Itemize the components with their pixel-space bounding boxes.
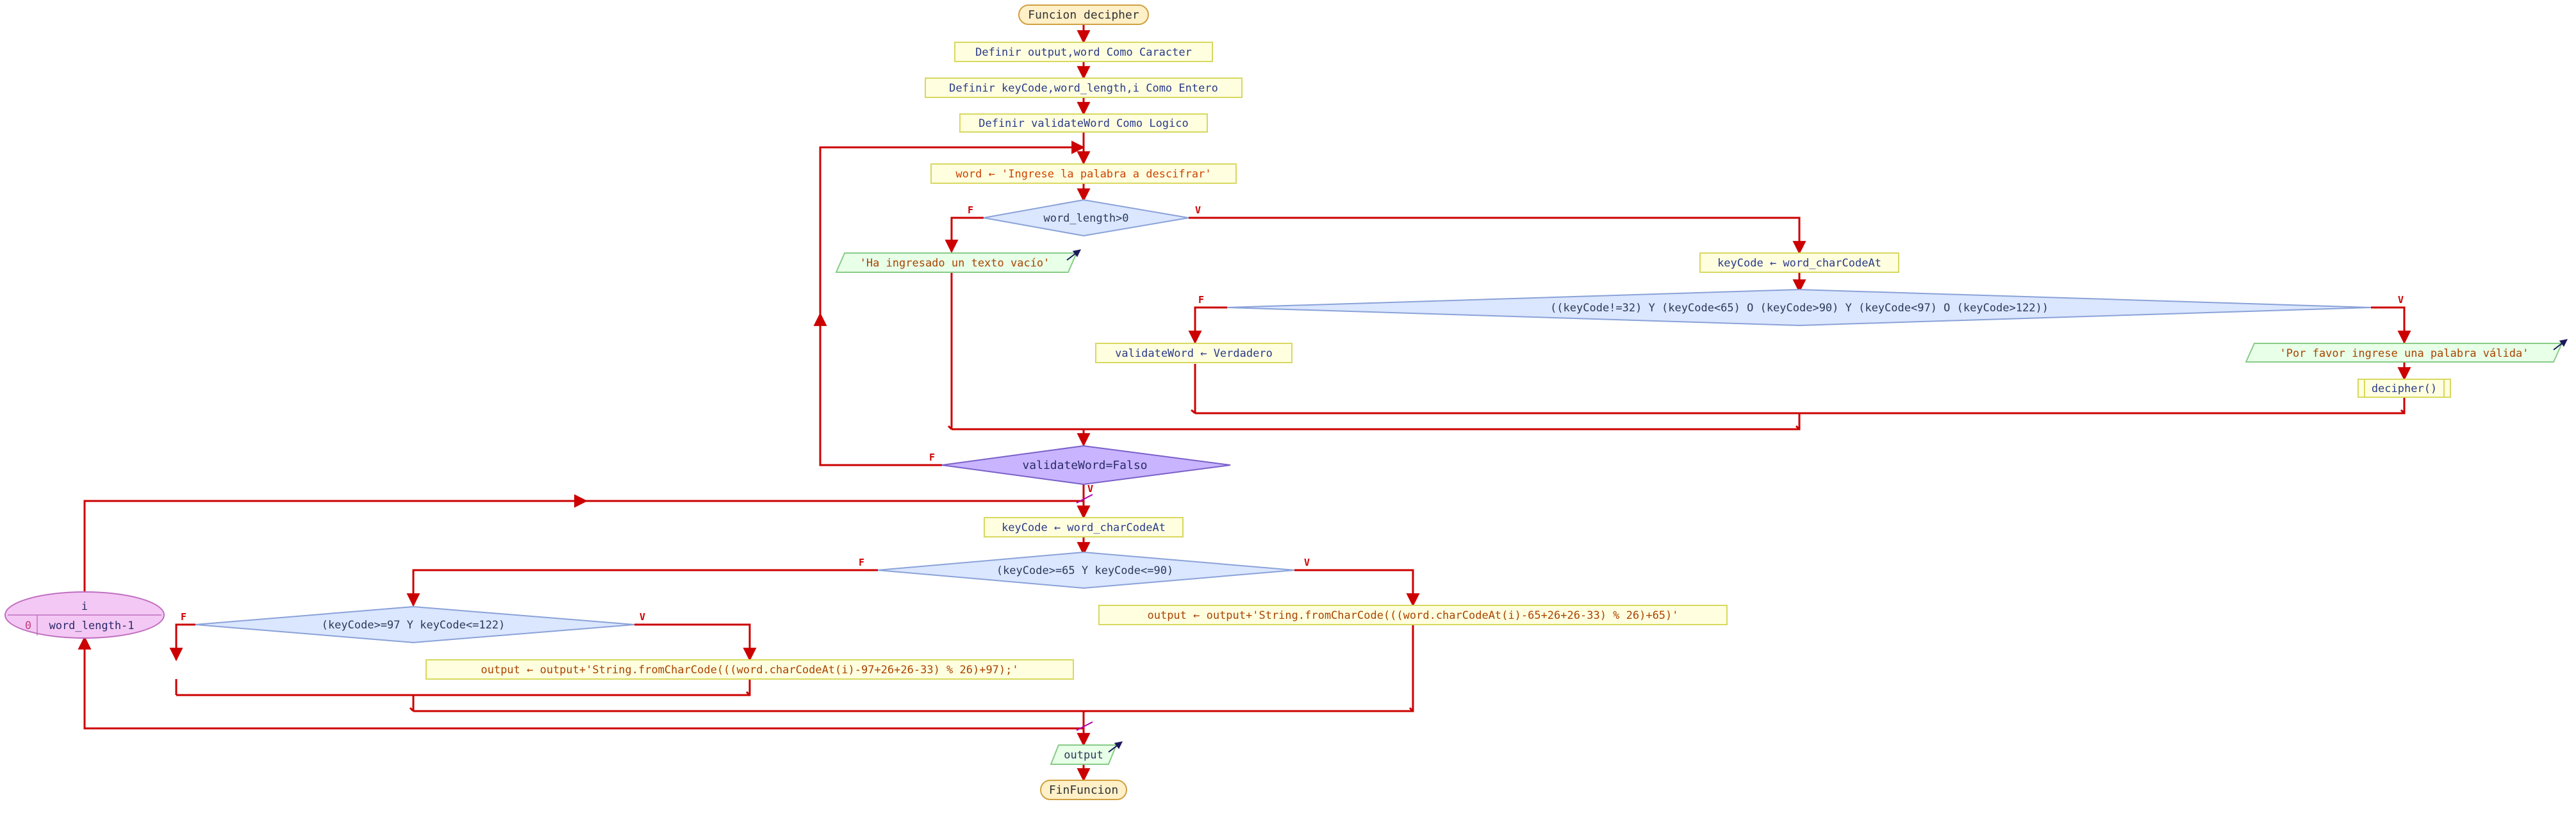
assign-keycode-1-text: keyCode ← word_charCodeAt [1717, 257, 1881, 270]
connector [1191, 409, 1196, 414]
label-true-length: V [1195, 204, 1201, 216]
cond-lower-text: (keyCode>=97 Y keyCode<=122) [322, 619, 506, 632]
connector [169, 623, 195, 662]
cond-lower-decision: (keyCode>=97 Y keyCode<=122) [195, 605, 635, 644]
call-decipher-text: decipher() [2372, 382, 2437, 395]
end-terminal: FinFuncion [1040, 780, 1127, 800]
call-decipher-node: decipher() [2357, 379, 2451, 398]
loop-ticks [1076, 494, 1093, 731]
label-false-length: F [968, 204, 973, 216]
define-output-node: Definir output,word Como Caracter [954, 42, 1213, 62]
connector [945, 217, 984, 254]
connector [409, 707, 415, 712]
define-keycode-text: Definir keyCode,word_length,i Como Enter… [949, 82, 1218, 95]
connector [1195, 397, 2406, 414]
output-result-node: output [1050, 741, 1123, 765]
assign-output-upper-text: output ← output+'String.fromCharCode(((w… [1147, 609, 1678, 622]
label-false-letter: F [1198, 294, 1204, 306]
connector [1795, 425, 1801, 430]
assign-keycode-2-text: keyCode ← word_charCodeAt [1002, 521, 1166, 534]
connector [1189, 217, 1806, 255]
define-keycode-node: Definir keyCode,word_length,i Como Enter… [925, 78, 1243, 98]
connector [176, 679, 751, 696]
cond-repeat-decision: validateWord=Falso [941, 445, 1231, 486]
label-true-lower: V [640, 611, 645, 623]
connector [2371, 306, 2411, 345]
loop-start-text: 0 [25, 619, 31, 632]
connector [634, 623, 757, 662]
connector [406, 569, 878, 607]
output-invalid-node: 'Por favor ingrese una palabra válida' [2245, 339, 2568, 363]
cond-repeat-text: validateWord=Falso [1022, 459, 1147, 472]
connector [78, 636, 1085, 730]
cond-length-text: word_length>0 [1043, 212, 1128, 225]
connector [947, 425, 953, 430]
output-empty-node: 'Ha ingresado un texto vacío' [835, 249, 1081, 273]
label-true-letter: V [2398, 294, 2404, 306]
define-validate-text: Definir validateWord Como Logico [978, 117, 1189, 130]
loop-end-text: word_length-1 [49, 619, 134, 632]
label-false-repeat: F [929, 452, 935, 463]
end-label: FinFuncion [1049, 783, 1118, 797]
assign-output-lower-text: output ← output+'String.fromCharCode(((w… [481, 664, 1018, 676]
connector [1294, 569, 1420, 607]
assign-word-text: word ← 'Ingrese la palabra a descifrar' [955, 168, 1211, 181]
assign-word-node: word ← 'Ingrese la palabra a descifrar' [930, 163, 1237, 184]
for-loop-node: i 0 word_length-1 [4, 591, 165, 639]
start-label: Funcion decipher [1028, 8, 1139, 22]
output-invalid-text: 'Por favor ingrese una palabra válida' [2280, 347, 2529, 360]
connector [1188, 306, 1227, 345]
label-true-repeat: V [1087, 483, 1093, 495]
cond-upper-decision: (keyCode>=65 Y keyCode<=90) [877, 551, 1295, 589]
cond-upper-text: (keyCode>=65 Y keyCode<=90) [996, 564, 1173, 577]
assign-output-upper-node: output ← output+'String.fromCharCode(((w… [1098, 605, 1728, 625]
assign-valid-node: validateWord ← Verdadero [1095, 343, 1292, 363]
start-terminal: Funcion decipher [1018, 4, 1149, 25]
connector [83, 500, 1084, 593]
label-true-upper: V [1304, 557, 1310, 568]
label-false-upper: F [859, 557, 864, 568]
define-output-text: Definir output,word Como Caracter [975, 46, 1192, 59]
connector [745, 691, 751, 696]
assign-valid-text: validateWord ← Verdadero [1115, 347, 1273, 360]
loop-var-text: i [81, 600, 88, 613]
assign-output-lower-node: output ← output+'String.fromCharCode(((w… [425, 659, 1074, 680]
label-false-lower: F [181, 611, 186, 623]
define-validate-node: Definir validateWord Como Logico [959, 113, 1208, 133]
output-result-text: output [1064, 749, 1103, 762]
cond-length-decision: word_length>0 [983, 199, 1189, 237]
connector [1408, 707, 1414, 712]
assign-keycode-1-node: keyCode ← word_charCodeAt [1699, 252, 1899, 273]
connectors [78, 24, 2411, 782]
connector [819, 140, 1086, 466]
cond-letter-decision: ((keyCode!=32) Y (keyCode<65) O (keyCode… [1226, 288, 2372, 327]
output-empty-text: 'Ha ingresado un texto vacío' [860, 257, 1050, 270]
cond-letter-text: ((keyCode!=32) Y (keyCode<65) O (keyCode… [1550, 302, 2049, 315]
connector [2400, 409, 2406, 414]
connector [952, 413, 1801, 430]
assign-keycode-2-node: keyCode ← word_charCodeAt [984, 517, 1184, 537]
